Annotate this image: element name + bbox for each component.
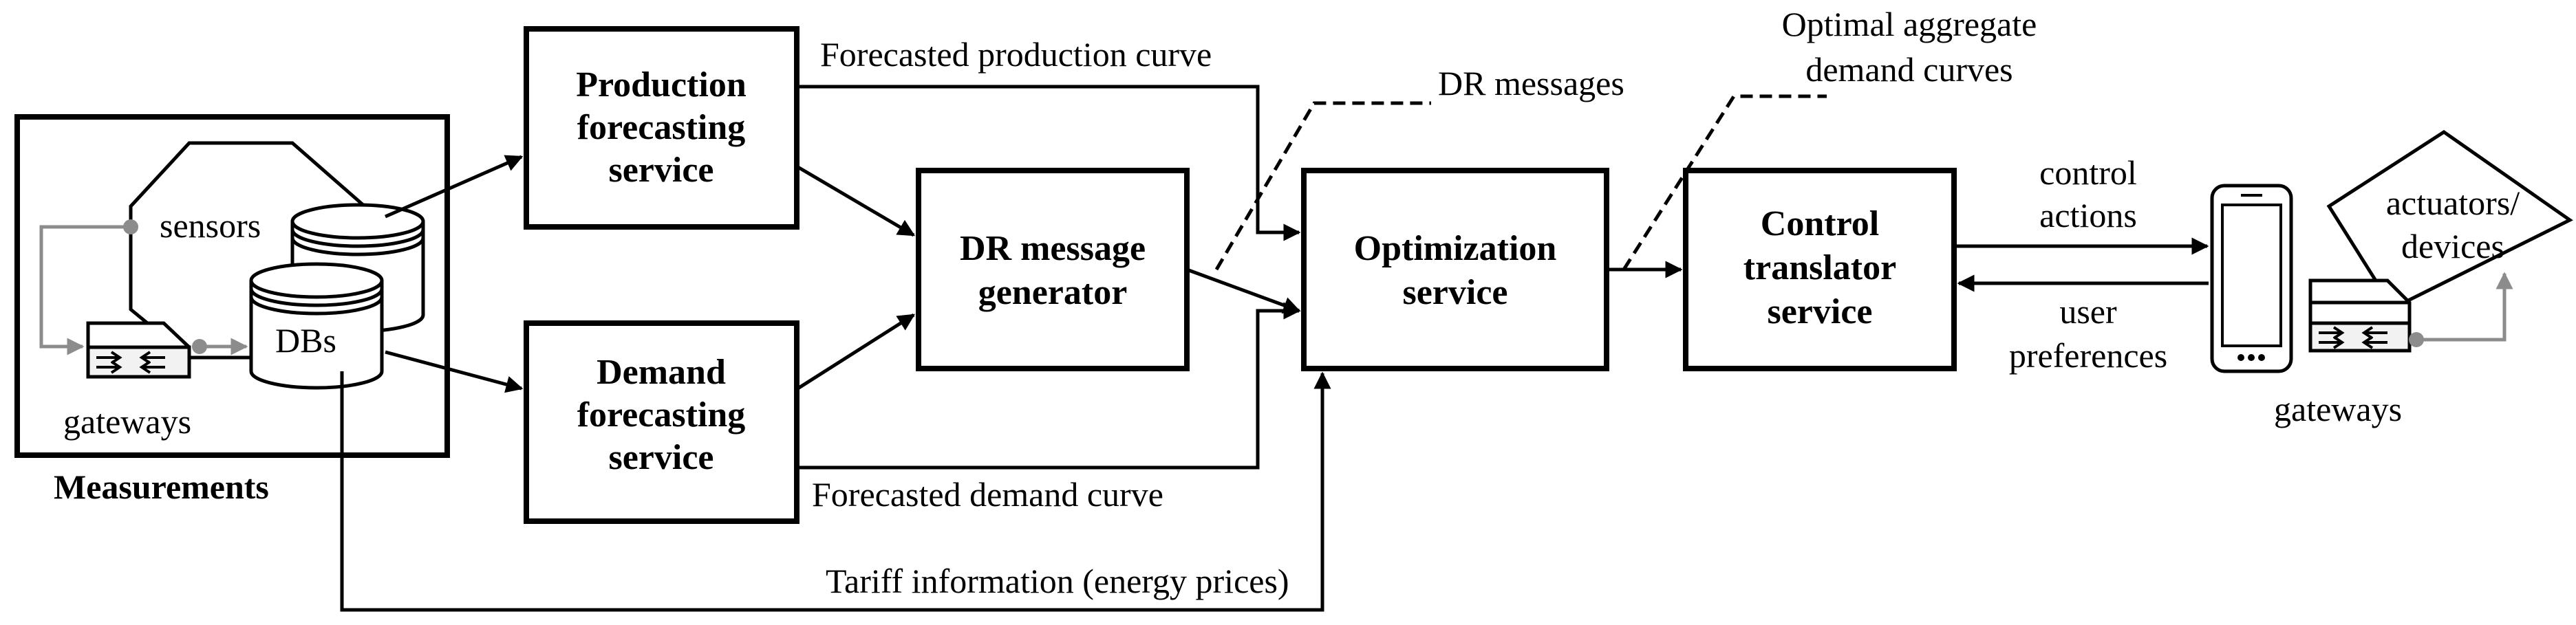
gateways-label-left: gateways [63,402,191,441]
optimal-curves-callout [1622,94,1827,271]
gateways-label-right: gateways [2274,390,2402,428]
device-side-group: actuators/ devices gateways [2210,129,2573,428]
arrow-dr-to-optimization-line [1186,267,1301,314]
dbs-label: DBs [275,321,336,360]
sensors-label: sensors [160,206,261,245]
measurements-frame [14,114,450,458]
user-preferences-label-1: user [2059,292,2117,331]
gateway-sensor-link [39,225,131,355]
forecasted-production-label: Forecasted production curve [820,35,1212,74]
forecasted-demand-label: Forecasted demand curve [812,475,1163,514]
gateway-router-icon-right [2308,278,2412,353]
actuators-label-2: devices [2401,227,2504,265]
control-box-line-1: Control [1761,204,1879,243]
arrow-production-curve-to-optimization [797,85,1301,241]
arrow-demand-to-dr [795,313,916,391]
gateway-port-dot-2 [192,339,207,354]
measurements-group: sensors DBs gat [14,114,450,458]
arrow-production-to-dr [795,164,916,237]
user-preferences-label-2: preferences [2009,336,2167,375]
production-forecasting-box: Production forecasting service [524,26,799,230]
control-translator-box: Control translator service [1683,168,1957,371]
actuators-diamond [2326,129,2573,311]
dr-messages-callout [1214,101,1431,271]
dr-box-line-2: generator [978,273,1128,312]
measurements-title: Measurements [54,468,269,506]
database-icon-front [249,262,384,390]
control-actions-label-2: actions [2039,196,2137,234]
arrow-db-to-demand [385,350,524,393]
tariff-label: Tariff information (energy prices) [826,562,1289,600]
gateway-device-link [2416,272,2513,342]
demand-box-line-1: Demand [597,353,726,392]
optimal-curves-label-2: demand curves [1805,50,2012,89]
dr-box-line-1: DR message [960,229,1146,268]
arrow-demand-curve-to-optimization [797,302,1301,470]
gateway-port-dot [123,219,138,234]
demand-box-line-3: service [608,438,713,477]
smartphone-icon [2210,184,2293,373]
control-actions-label-1: control [2039,153,2137,192]
demand-box-line-2: forecasting [577,395,746,435]
optimal-curves-label-1: Optimal aggregate [1782,5,2037,43]
control-box-line-3: service [1767,292,1872,331]
production-box-line-2: forecasting [577,108,746,147]
control-box-line-2: translator [1743,248,1896,287]
production-box-line-1: Production [576,65,747,105]
dr-message-generator-box: DR message generator [916,168,1190,371]
optimization-box-line-1: Optimization [1354,229,1557,268]
dr-messages-label: DR messages [1438,64,1624,102]
optimization-service-box: Optimization service [1301,168,1609,371]
production-box-line-3: service [608,151,713,190]
arrow-db-to-production [384,155,524,219]
demand-forecasting-box: Demand forecasting service [524,320,799,524]
arrow-tariff-to-optimization [340,371,1331,612]
gateway-router-icon [86,321,191,379]
optimization-box-line-2: service [1402,273,1507,312]
actuators-label-1: actuators/ [2386,184,2520,222]
gateway-port-dot-right [2409,332,2424,347]
